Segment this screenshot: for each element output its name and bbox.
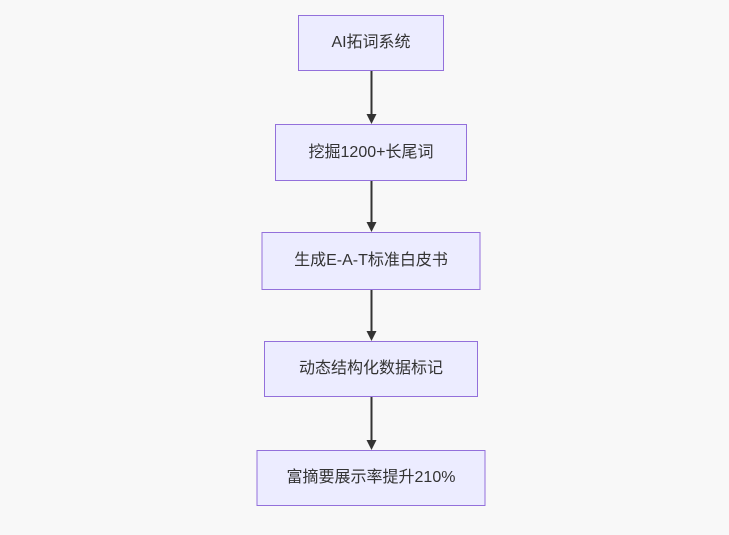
arrowhead-down-icon xyxy=(366,331,376,341)
node-label: 挖掘1200+长尾词 xyxy=(308,143,434,161)
arrow-line xyxy=(370,71,372,114)
node-label: 富摘要展示率提升210% xyxy=(286,469,456,487)
arrow-line xyxy=(370,397,372,440)
flowchart-node-structured-data-markup: 动态结构化数据标记 xyxy=(264,341,478,397)
node-label: AI拓词系统 xyxy=(331,34,411,52)
arrow-line xyxy=(370,290,372,331)
node-label: 生成E-A-T标准白皮书 xyxy=(294,252,448,270)
flowchart-arrow-3 xyxy=(366,290,377,341)
flowchart-node-ai-keyword-system: AI拓词系统 xyxy=(298,15,444,71)
flowchart-node-eat-whitepaper: 生成E-A-T标准白皮书 xyxy=(261,232,481,290)
flowchart-arrow-4 xyxy=(366,397,377,450)
arrowhead-down-icon xyxy=(366,222,376,232)
arrowhead-down-icon xyxy=(366,114,376,124)
flowchart-node-longtail-keywords: 挖掘1200+长尾词 xyxy=(275,124,467,181)
flowchart-node-rich-snippet-rate: 富摘要展示率提升210% xyxy=(256,450,486,506)
flowchart-arrow-2 xyxy=(366,181,377,232)
flowchart-arrow-1 xyxy=(366,71,377,124)
arrow-line xyxy=(370,181,372,222)
node-label: 动态结构化数据标记 xyxy=(298,360,443,378)
arrowhead-down-icon xyxy=(366,440,376,450)
